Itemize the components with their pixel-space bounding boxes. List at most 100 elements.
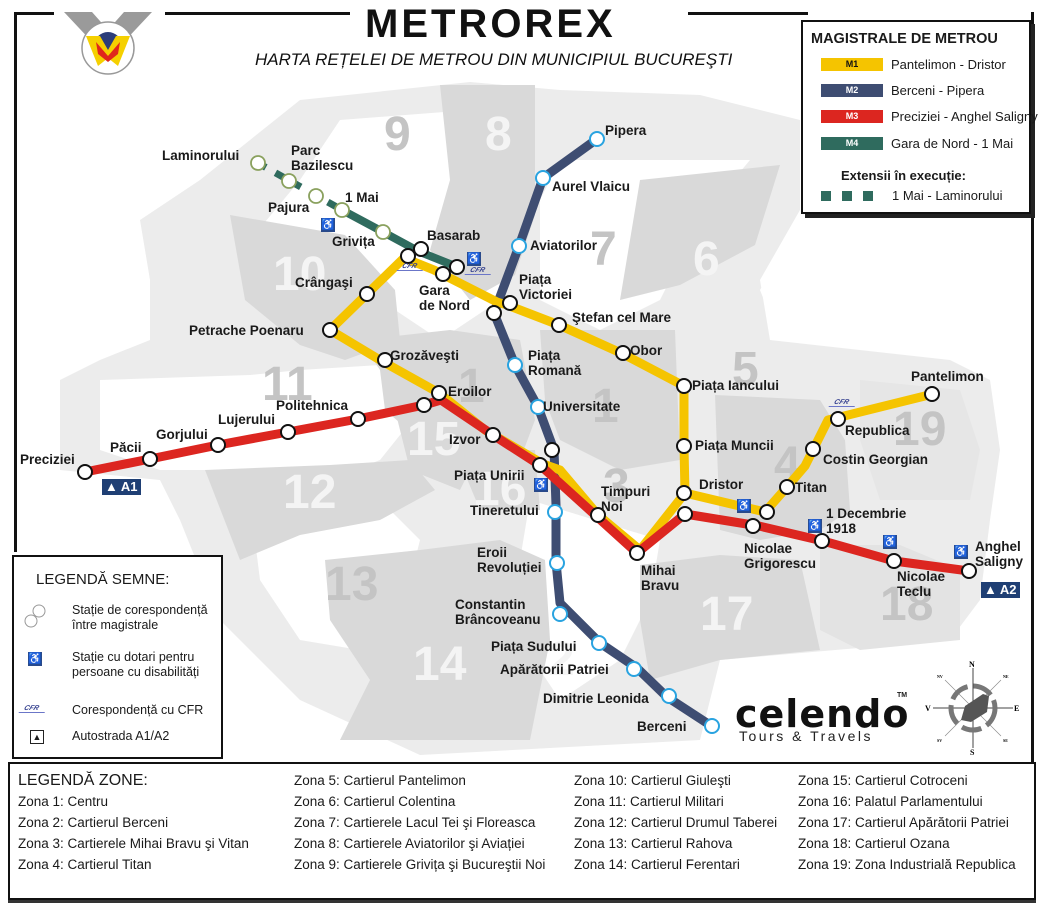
sign-text: Autostrada A1/A2 xyxy=(72,729,170,743)
station-label-pajura: Pajura xyxy=(268,200,310,215)
line-swatch: M2 xyxy=(821,83,883,97)
station-label-dimitrie-leonida: Dimitrie Leonida xyxy=(543,691,649,706)
zone-number: 10 xyxy=(273,248,326,301)
zone-number: 11 xyxy=(262,358,313,411)
zone-number: 1 xyxy=(458,360,485,413)
legend-line-m1: M1 Pantelimon - Dristor xyxy=(821,56,1006,72)
station-label-pipera: Pipera xyxy=(605,123,647,138)
station-label-tineretului: Tineretului xyxy=(470,503,539,518)
wheelchair-icon: ♿ xyxy=(808,519,822,533)
station-label-pantelimon: Pantelimon xyxy=(911,369,984,384)
metrorex-logo xyxy=(64,12,152,75)
svg-text:SV: SV xyxy=(937,738,942,743)
dashed-line-icon xyxy=(863,190,873,201)
line-name: Berceni - Pipera xyxy=(891,82,985,98)
station-label-gorjului: Gorjului xyxy=(156,427,208,442)
sign-text: Corespondență cu CFR xyxy=(72,703,204,717)
interchange-icon xyxy=(24,604,46,628)
m4-extension-line xyxy=(256,159,344,214)
wheelchair-icon: ♿ xyxy=(534,478,548,492)
station-label-gara-de-nord: Gara de Nord xyxy=(419,283,471,313)
wheelchair-icon: ♿ xyxy=(321,218,335,232)
station-label-stefan-cel-mare: Ştefan cel Mare xyxy=(572,310,672,325)
station-label-aviatorilor: Aviatorilor xyxy=(530,238,598,253)
zones-column: Zona 15: Cartierul Cotroceni Zona 16: Pa… xyxy=(798,770,1016,875)
zone-number: 15 xyxy=(407,413,460,466)
zone-number: 18 xyxy=(880,578,933,631)
lines-legend-title: MAGISTRALE DE METROU xyxy=(811,31,998,47)
cfr-train-icon: CFR xyxy=(828,399,858,407)
zone-number: 7 xyxy=(590,223,617,276)
station-label-grivita: Grivița xyxy=(332,234,375,249)
station-label-piata-sudului: Piața Sudului xyxy=(491,639,577,654)
zone-item: Zona 18: Cartierul Ozana xyxy=(798,836,950,851)
sign-text: Stație de corespondență între magistrale xyxy=(72,603,208,632)
svg-text:E: E xyxy=(1014,704,1019,713)
zone-item: Zona 16: Palatul Parlamentului xyxy=(798,794,983,809)
extensions-title: Extensii în execuție: xyxy=(841,168,966,183)
signs-legend-title: LEGENDĂ SEMNE: xyxy=(36,571,170,588)
highway-a2-badge: ▲A2 xyxy=(981,582,1020,598)
zone-number: 3 xyxy=(603,460,630,513)
frame-border-right xyxy=(1031,12,1034,767)
cfr-train-icon: CFR xyxy=(18,705,48,713)
zone-item: Zona 8: Cartierele Aviatorilor şi Aviați… xyxy=(294,836,525,851)
legend-line-m3: M3 Preciziei - Anghel Saligny xyxy=(821,109,1038,124)
compass-rose-icon: N S E V NE NV SE SV xyxy=(925,660,1019,756)
frame-border-top xyxy=(165,12,350,15)
station-label-republica: Republica xyxy=(845,423,910,438)
m4-line xyxy=(340,206,462,272)
station-label-piata-iancului: Piața Iancului xyxy=(692,378,780,393)
dashed-line-icon xyxy=(842,190,852,201)
frame-border-top xyxy=(14,12,54,15)
svg-text:N: N xyxy=(969,660,975,669)
station-label-titan: Titan xyxy=(795,480,828,495)
zone-item: Zona 15: Cartierul Cotroceni xyxy=(798,773,968,788)
zone-item: Zona 17: Cartierul Apărătorii Patriei xyxy=(798,815,1009,830)
station-label-berceni: Berceni xyxy=(637,719,687,734)
cfr-train-icon: CFR xyxy=(396,263,426,271)
station-label-parc-bazilescu: Parc Bazilescu xyxy=(291,143,354,173)
zone-item: Zona 12: Cartierul Drumul Taberei xyxy=(574,815,778,830)
signs-legend: LEGENDĂ SEMNE: Stație de corespondență î… xyxy=(12,555,223,759)
svg-text:NV: NV xyxy=(937,674,943,679)
zone-item: Zona 9: Cartierele Grivița şi Bucureştii… xyxy=(294,857,546,872)
zones-column: Zona 10: Cartierul Giuleşti Zona 11: Car… xyxy=(574,770,777,875)
station-label-costin-georgian: Costin Georgian xyxy=(823,452,929,467)
station-label-1-decembrie-1918: 1 Decembrie 1918 xyxy=(826,506,907,536)
highway-icon: ▲ xyxy=(984,582,997,597)
line-swatch: M4 xyxy=(821,136,883,150)
brand-tagline: Tours & Travels xyxy=(739,728,873,744)
station-label-petrache-poenaru: Petrache Poenaru xyxy=(189,323,304,338)
highway-icon: ▲ xyxy=(30,730,44,744)
line-swatch: M3 xyxy=(821,109,883,123)
zone-number: 14 xyxy=(413,638,467,691)
zone-number: 5 xyxy=(732,343,759,396)
frame-border-top xyxy=(688,12,808,15)
zone-item: Zona 5: Cartierul Pantelimon xyxy=(294,773,466,788)
station-label-crangasi: Crângaşi xyxy=(295,275,353,290)
station-label-anghel-saligny: Anghel Saligny xyxy=(975,539,1024,569)
zone-item: Zona 4: Cartierul Titan xyxy=(18,857,152,872)
zone-number: 9 xyxy=(384,108,411,161)
zone-number: 8 xyxy=(485,108,512,161)
celendo-logo: celendo Tours & Travels TM xyxy=(727,692,910,748)
station-label-constantin-brancoveanu: Constantin Brâncoveanu xyxy=(455,597,541,627)
svg-text:SE: SE xyxy=(1003,738,1008,743)
zone-number: 12 xyxy=(283,466,336,519)
line-name: Pantelimon - Dristor xyxy=(891,56,1006,72)
station-label-aurel-vlaicu: Aurel Vlaicu xyxy=(552,179,631,194)
zone-number: 17 xyxy=(700,588,753,641)
zones-column: LEGENDĂ ZONE: Zona 1: Centru Zona 2: Car… xyxy=(18,770,249,875)
wheelchair-icon: ♿ xyxy=(737,499,751,513)
brand-name: celendo xyxy=(735,692,910,736)
svg-text:V: V xyxy=(925,704,931,713)
page-title: METROREX xyxy=(365,2,616,46)
zone-item: Zona 13: Cartierul Rahova xyxy=(574,836,733,851)
station-label-1-mai: 1 Mai xyxy=(345,190,379,205)
station-label-basarab: Basarab xyxy=(427,228,481,243)
legend-extension: 1 Mai - Laminorului xyxy=(821,188,1003,203)
line-name: Gara de Nord - 1 Mai xyxy=(891,135,1014,151)
